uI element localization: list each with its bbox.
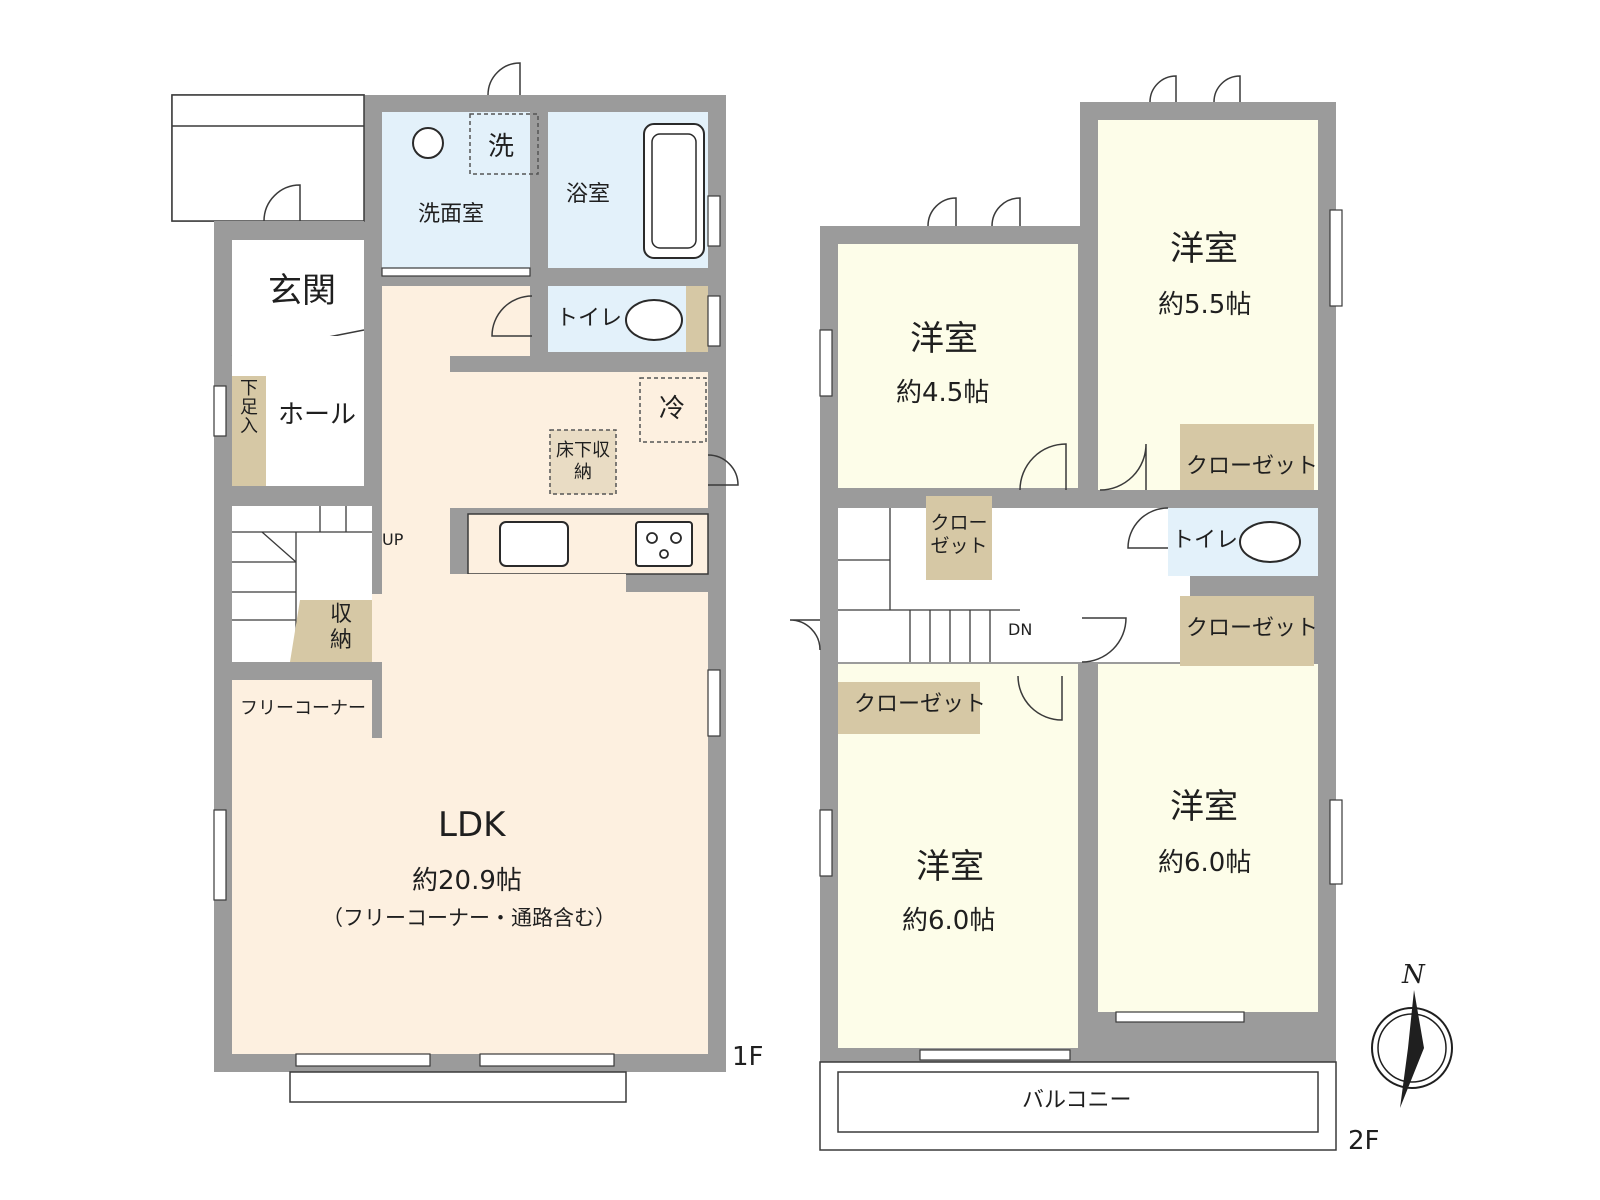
label-washer: 洗 [488,132,515,162]
hallway2 [1020,508,1190,662]
label-floor1: 1F [732,1042,764,1072]
label-bathroom: 浴室 [566,182,611,207]
basin-icon [412,127,444,159]
floor1-plan [171,62,739,1103]
washer-spot [469,113,539,175]
balcony [819,1061,1337,1151]
label-fridge: 冷 [659,394,686,424]
label-floor2: 2F [1348,1126,1380,1156]
label-room-4-5-name: 洋室 [910,319,978,359]
room-4-5-floor [838,244,1078,488]
closet-upper-right [1180,424,1314,490]
label-closet-upper-right: クローゼット [1186,454,1319,479]
underfloor-storage-spot [549,429,617,495]
label-ldk-size: 約20.9帖 [412,866,522,896]
label-closet-lower-left: クローゼット [854,692,987,717]
label-stairs-up: UP [382,530,404,549]
compass [1371,990,1453,1108]
label-free-corner: フリーコーナー [240,698,366,719]
closet-lower-right [1180,596,1314,666]
label-hall: ホール [278,400,357,430]
washroom-floor [382,112,530,268]
label-shoe-storage: 下足入 [237,378,258,435]
fridge-spot [639,377,707,443]
label-toilet2: トイレ [1172,528,1239,553]
label-room-6-0-left-size: 約6.0帖 [902,906,996,936]
label-room-6-0-right-name: 洋室 [1170,787,1238,827]
toilet1-icon [625,299,683,341]
label-closet-mid: クローゼット [930,512,988,557]
label-room-4-5-size: 約4.5帖 [896,378,990,408]
closet-mid [926,496,992,580]
label-ldk-name: LDK [438,805,506,845]
shoe-storage [232,376,266,486]
label-room-5-5-size: 約5.5帖 [1158,290,1252,320]
label-room-6-0-left-name: 洋室 [916,847,984,887]
label-genkan: 玄関 [268,271,336,311]
label-stairs-down: DN [1008,620,1033,639]
label-closet-lower-right: クローゼット [1186,616,1319,641]
toilet1-tank [686,286,708,352]
label-room-6-0-right-size: 約6.0帖 [1158,848,1252,878]
label-ldk-note: （フリーコーナー・通路含む） [322,906,616,930]
genkan-floor [232,240,364,336]
label-stair-storage: 収納 [329,602,352,654]
label-balcony: バルコニー [1022,1088,1132,1113]
closet-lower-left [838,682,980,734]
floor1-terrace [289,1071,627,1103]
stair-storage [290,600,372,662]
stove-icon [635,521,693,567]
room-6-0-right-floor [1098,664,1318,1012]
label-underfloor-storage: 床下収納 [556,440,610,483]
sink-icon [499,521,569,567]
label-compass-north: N [1402,960,1425,990]
north-arrow-icon [1400,990,1424,1108]
label-toilet1: トイレ [556,306,623,331]
bathtub-icon [643,123,705,259]
toilet2-icon [1239,521,1301,563]
floor2-plan [789,75,1343,1151]
label-washroom: 洗面室 [418,202,485,227]
label-room-5-5-name: 洋室 [1170,229,1238,269]
